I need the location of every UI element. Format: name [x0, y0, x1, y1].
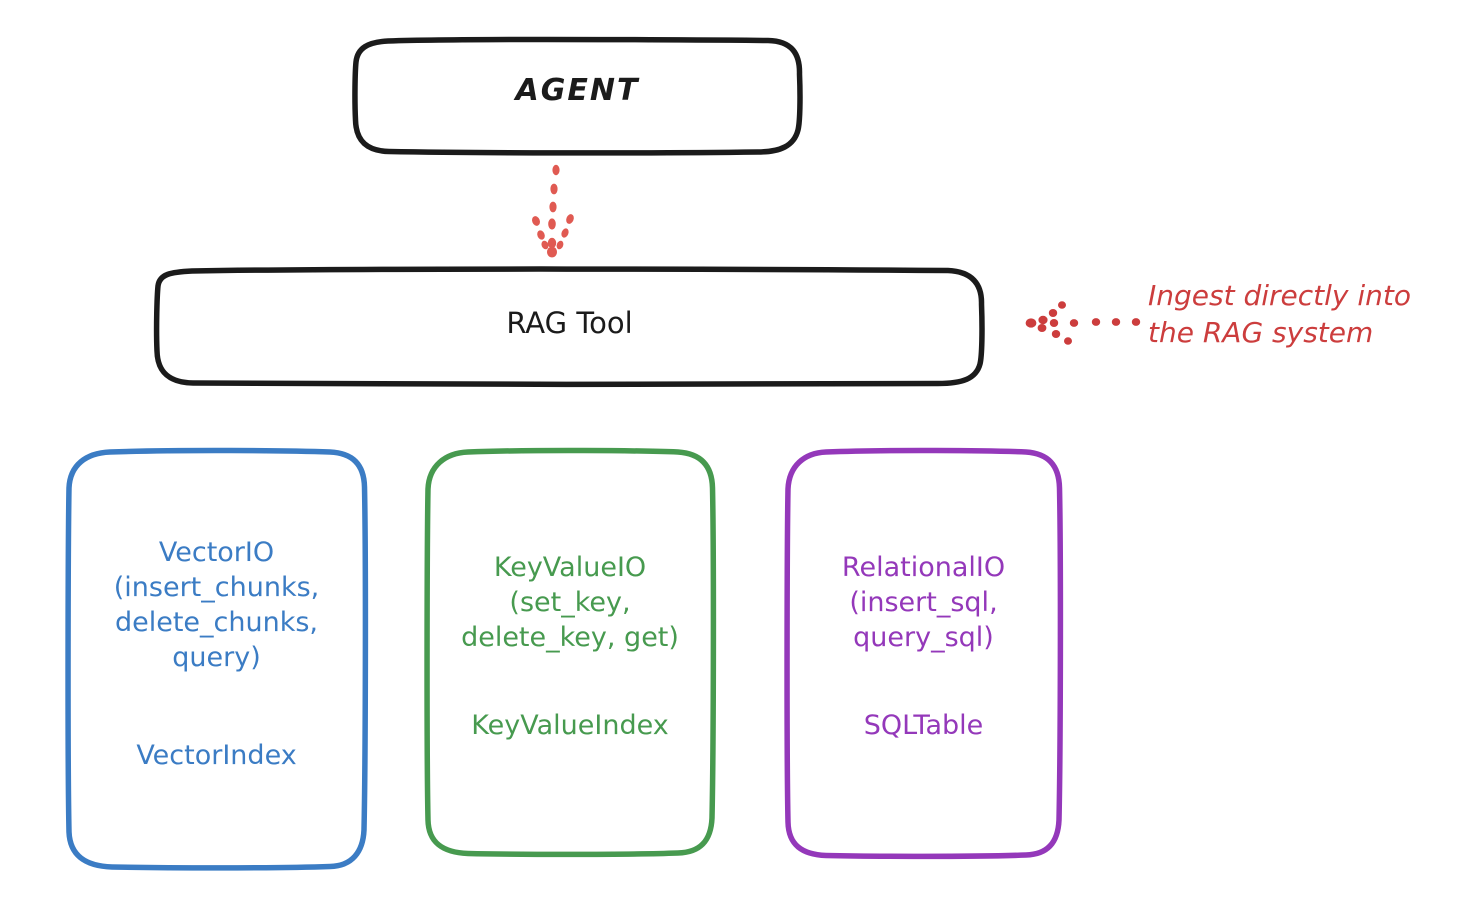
keyvalue-index-label: KeyValueIndex: [471, 710, 669, 741]
vector-index-label: VectorIndex: [136, 740, 297, 771]
relational-index-label: SQLTable: [863, 710, 984, 741]
rag-tool-node-label: RAG Tool: [506, 306, 633, 340]
agent-to-rag-dotted-arrow: [532, 164, 574, 258]
ingest-annotation-text: Ingest directly into the RAG system: [1148, 279, 1412, 349]
vector-io-label: VectorIO (insert_chunks, delete_chunks, …: [113, 537, 320, 674]
relational-io-label: RelationalIO (insert_sql, query_sql): [841, 552, 1006, 654]
agent-node-label: AGENT: [515, 73, 640, 108]
keyvalue-io-label: KeyValueIO (set_key, delete_key, get): [461, 552, 679, 654]
ingest-to-rag-dotted-arrow: [1025, 301, 1141, 345]
